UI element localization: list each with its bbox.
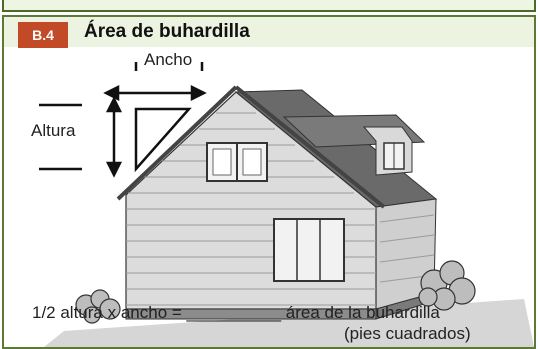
height-label: Altura (31, 121, 76, 140)
height-arrow (39, 96, 123, 178)
width-label: Ancho (144, 50, 193, 69)
shrub-left (75, 289, 121, 324)
previous-section-edge (2, 0, 536, 12)
lower-window (273, 218, 345, 282)
units-label: (pies cuadrados) (344, 324, 471, 343)
section-header: B.4 Área de buhardilla (4, 17, 534, 48)
section-card: B.4 Área de buhardilla (2, 15, 536, 349)
shrub-right (418, 260, 476, 311)
attic-diagram (39, 62, 534, 347)
attic-triangle (134, 107, 192, 173)
width-arrow (103, 62, 207, 102)
section-title: Área de buhardilla (84, 21, 250, 42)
area-formula: 1/2 altura x ancho = __________ área de … (32, 303, 440, 322)
ground-shadow (44, 299, 534, 347)
section-badge: B.4 (18, 22, 68, 48)
